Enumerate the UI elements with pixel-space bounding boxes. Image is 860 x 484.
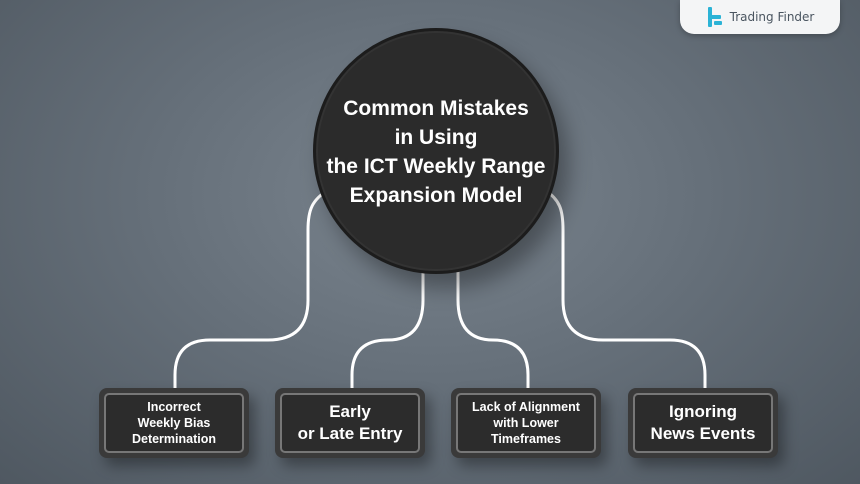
- mistake-node-1: Incorrect Weekly Bias Determination: [99, 388, 249, 458]
- connector-3: [456, 270, 530, 390]
- brand-name: Trading Finder: [729, 10, 815, 24]
- mistake-label-3: Lack of Alignment with Lower Timeframes: [456, 393, 596, 453]
- mistake-node-4: Ignoring News Events: [628, 388, 778, 458]
- mistake-label-2: Early or Late Entry: [280, 393, 420, 453]
- mistake-label-4: Ignoring News Events: [633, 393, 773, 453]
- mistake-node-2: Early or Late Entry: [275, 388, 425, 458]
- connector-2: [350, 270, 425, 390]
- trading-finder-logo-icon: [707, 7, 722, 27]
- connector-4: [543, 188, 707, 390]
- central-topic-node: Common Mistakes in Using the ICT Weekly …: [313, 28, 559, 274]
- mistake-node-3: Lack of Alignment with Lower Timeframes: [451, 388, 601, 458]
- connector-1: [173, 188, 330, 390]
- central-topic-title: Common Mistakes in Using the ICT Weekly …: [326, 97, 546, 207]
- brand-logo: Trading Finder: [680, 0, 840, 34]
- mistake-label-1: Incorrect Weekly Bias Determination: [104, 393, 244, 453]
